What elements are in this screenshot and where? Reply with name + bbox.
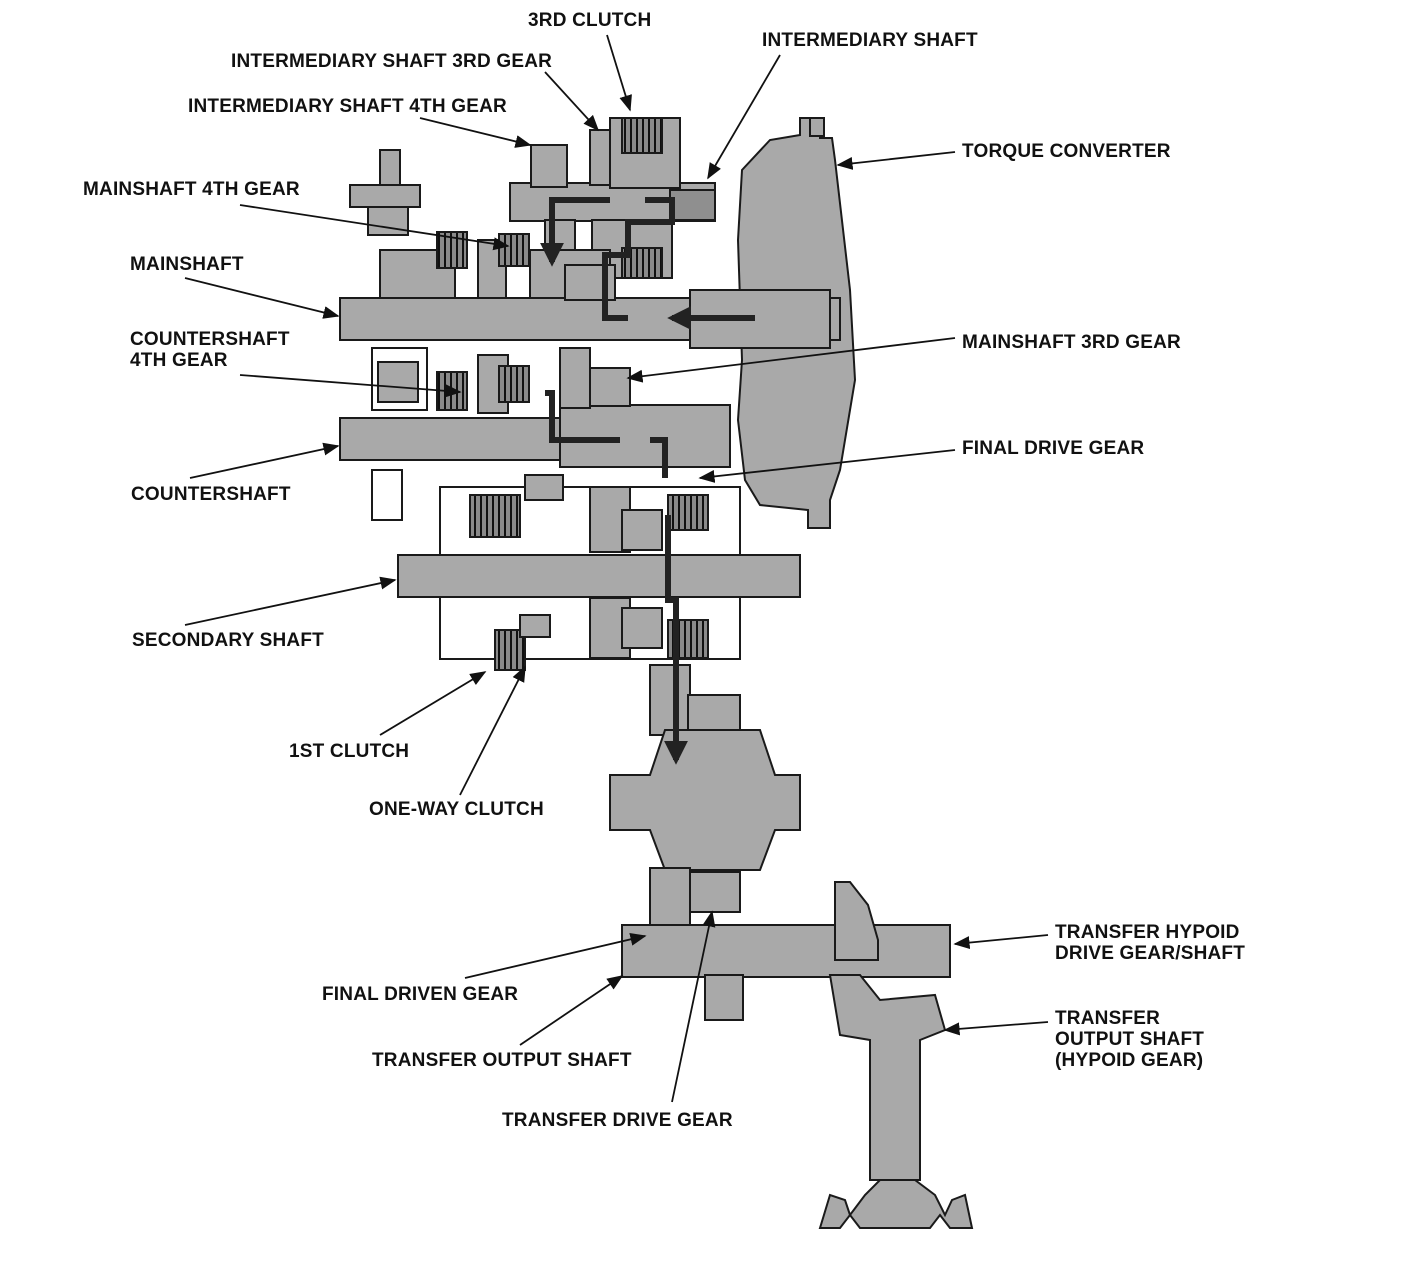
label-final-driven-gear: FINAL DRIVEN GEAR (322, 984, 519, 1005)
label-one-way-clutch: ONE-WAY CLUTCH (369, 799, 544, 820)
label-intermediary-shaft-3rd-gear: INTERMEDIARY SHAFT 3RD GEAR (231, 51, 553, 72)
label-transfer-output-shaft-hypoid-line3: (HYPOID GEAR) (1055, 1050, 1204, 1071)
label-secondary-shaft: SECONDARY SHAFT (132, 630, 324, 651)
label-transfer-output-shaft-hypoid-line2: OUTPUT SHAFT (1055, 1029, 1205, 1050)
secondary-shaft-assembly (397, 474, 801, 671)
label-mainshaft-3rd-gear: MAINSHAFT 3RD GEAR (962, 332, 1181, 353)
label-mainshaft-4th-gear: MAINSHAFT 4TH GEAR (83, 179, 300, 200)
label-countershaft-4th-gear-line2: 4TH GEAR (130, 350, 228, 371)
differential-assembly (609, 664, 801, 929)
leader-lines (184, 34, 1049, 1103)
transfer-assembly (621, 881, 974, 1229)
label-transfer-hypoid-line2: DRIVE GEAR/SHAFT (1055, 943, 1246, 964)
power-flow-path (540, 197, 755, 765)
label-transfer-output-shaft: TRANSFER OUTPUT SHAFT (372, 1050, 632, 1071)
label-transfer-hypoid-line1: TRANSFER HYPOID (1055, 922, 1240, 943)
label-countershaft-4th-gear-line1: COUNTERSHAFT (130, 329, 290, 350)
label-intermediary-shaft: INTERMEDIARY SHAFT (762, 30, 978, 51)
label-intermediary-shaft-4th-gear: INTERMEDIARY SHAFT 4TH GEAR (188, 96, 507, 117)
label-3rd-clutch: 3RD CLUTCH (528, 10, 652, 31)
label-mainshaft: MAINSHAFT (130, 254, 244, 275)
label-countershaft: COUNTERSHAFT (131, 484, 291, 505)
label-torque-converter: TORQUE CONVERTER (962, 141, 1171, 162)
label-transfer-drive-gear: TRANSFER DRIVE GEAR (502, 1110, 733, 1131)
upper-left-gear (349, 149, 421, 236)
label-final-drive-gear: FINAL DRIVE GEAR (962, 438, 1145, 459)
label-1st-clutch: 1ST CLUTCH (289, 741, 410, 762)
intermediary-shaft-assembly (509, 117, 716, 279)
label-transfer-output-shaft-hypoid-line1: TRANSFER (1055, 1008, 1161, 1029)
